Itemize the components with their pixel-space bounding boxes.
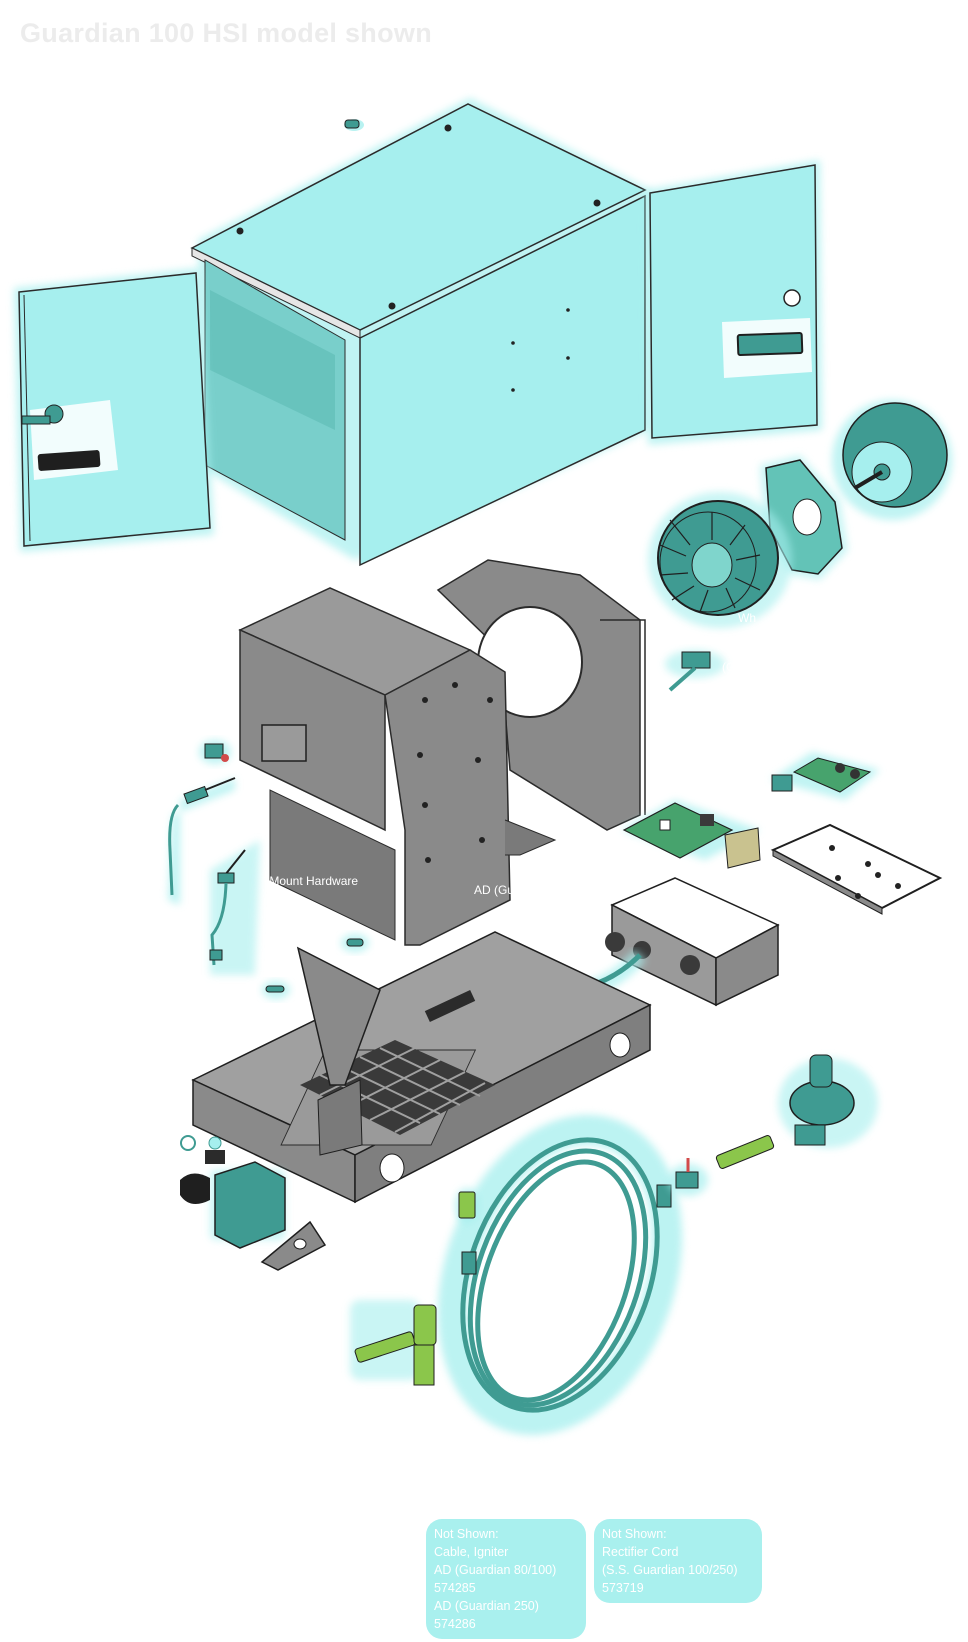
gas-hose[interactable] — [415, 1100, 706, 1450]
callout-guard: (Gu — [722, 660, 742, 674]
left-door[interactable] — [14, 268, 214, 552]
valve-bracket[interactable] — [260, 1220, 327, 1271]
cabinet-assembly[interactable] — [190, 98, 650, 567]
note-line: (S.S. Guardian 100/250) — [602, 1563, 738, 1577]
door-lock-icon — [783, 289, 801, 307]
burner-box[interactable] — [238, 587, 557, 946]
note-line: Rectifier Cord — [602, 1545, 679, 1559]
note-line: Not Shown: — [602, 1527, 667, 1541]
callout-ad: AD (Gu — [474, 883, 514, 897]
note-line: 574285 — [434, 1581, 476, 1595]
power-box[interactable] — [605, 877, 780, 1007]
note-igniter-cable: Not Shown: Cable, Igniter AD (Guardian 8… — [426, 1519, 586, 1639]
igniter[interactable] — [168, 777, 236, 905]
air-switch[interactable] — [665, 650, 725, 692]
blower-wheel[interactable] — [648, 492, 792, 628]
base-pan[interactable] — [191, 931, 652, 1204]
note-line: AD (Guardian 80/100) — [434, 1563, 557, 1577]
cabinet-front-panel — [359, 194, 646, 567]
note-line: Not Shown: — [434, 1527, 499, 1541]
top-screw-icon — [344, 119, 364, 131]
note-line: 574286 — [434, 1617, 476, 1631]
bolt-icon — [262, 934, 369, 999]
ignition-board[interactable] — [770, 752, 880, 800]
flame-sensor[interactable] — [209, 840, 260, 975]
control-board[interactable] — [622, 800, 761, 869]
hose-fitting[interactable] — [455, 1188, 479, 1224]
note-line: Cable, Igniter — [434, 1545, 509, 1559]
shutoff-valve[interactable] — [668, 1135, 775, 1196]
page-title: Guardian 100 HSI model shown — [20, 18, 432, 48]
note-line: 573719 — [602, 1581, 644, 1595]
callout-hardware: r Mount Hardware — [262, 874, 358, 888]
blower-motor[interactable] — [832, 400, 952, 520]
control-tray[interactable] — [770, 823, 943, 915]
elbow-fitting[interactable] — [350, 1300, 437, 1386]
note-rectifier-cord: Not Shown: Rectifier Cord (S.S. Guardian… — [594, 1519, 762, 1603]
note-line: AD (Guardian 250) — [434, 1599, 539, 1613]
gas-regulator[interactable] — [778, 1054, 878, 1148]
callout-wheel: Wh — [738, 611, 756, 625]
door-latch-icon — [21, 404, 64, 425]
right-door[interactable] — [645, 160, 822, 445]
hi-limit-switch[interactable] — [199, 740, 231, 764]
gas-valve[interactable] — [180, 1135, 286, 1249]
